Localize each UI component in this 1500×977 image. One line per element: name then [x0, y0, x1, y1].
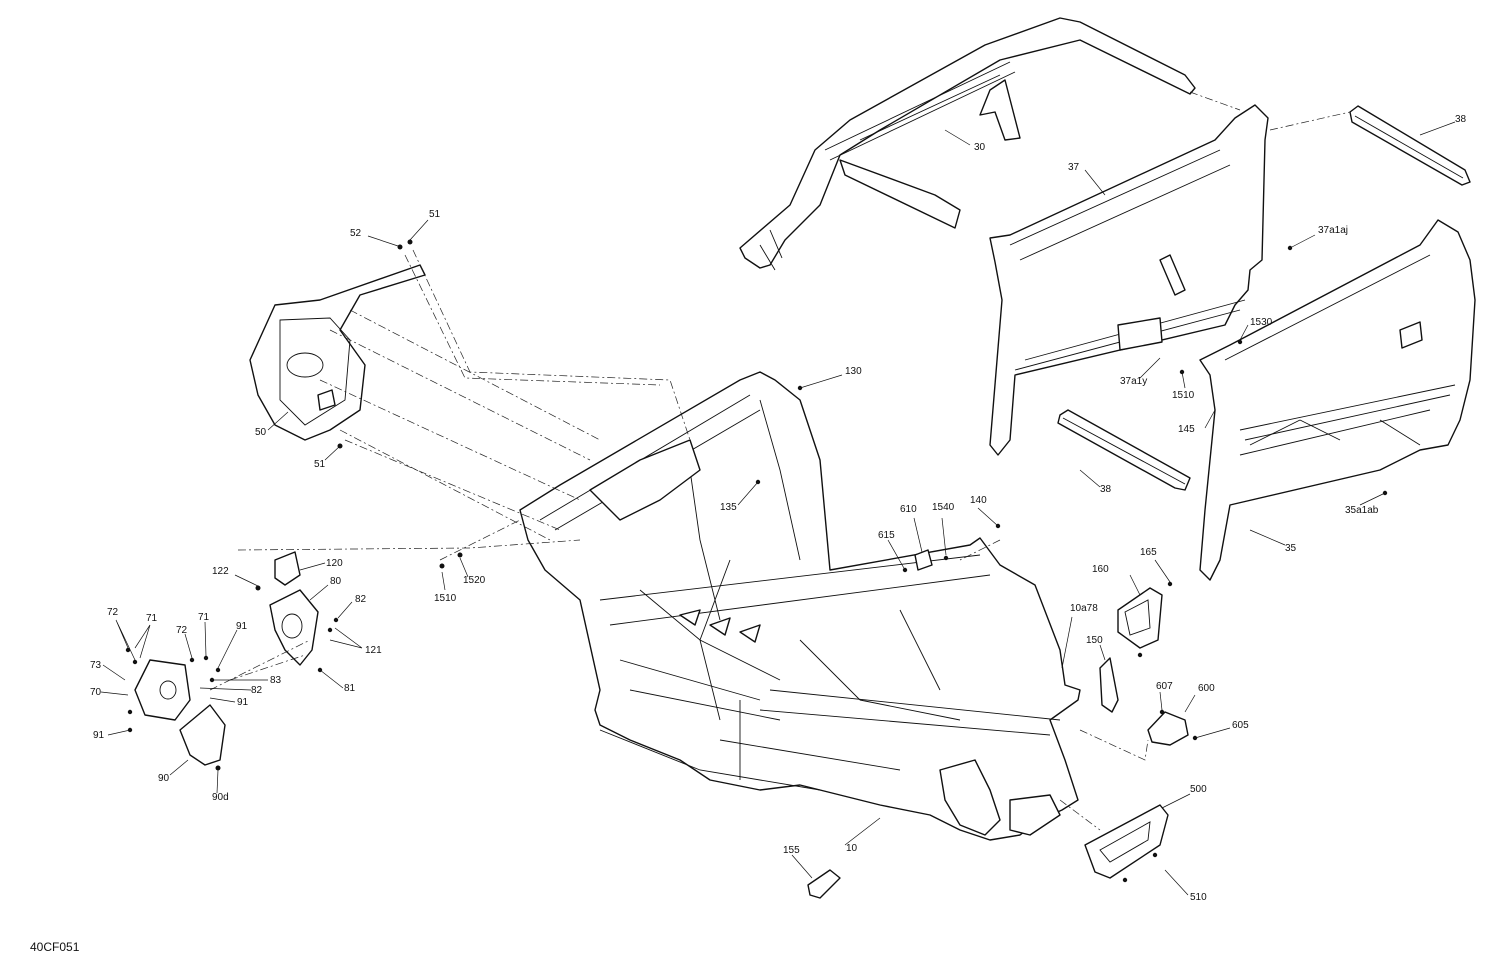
callout-82-left: 82 [251, 685, 263, 696]
callout-10a78: 10a78 [1070, 603, 1098, 614]
callout-51-bottom: 51 [314, 459, 326, 470]
bracket-part-120 [274, 551, 301, 586]
callout-83: 83 [270, 675, 282, 686]
callout-71-right: 71 [198, 612, 210, 623]
callout-38-top: 38 [1455, 114, 1467, 125]
hood-part-50 [249, 264, 426, 441]
callout-51-top: 51 [429, 209, 441, 220]
panel-part-38-bottom [1057, 409, 1191, 491]
callout-610: 610 [900, 504, 917, 515]
callout-510: 510 [1190, 892, 1207, 903]
callout-121: 121 [365, 645, 382, 656]
callout-35: 35 [1285, 543, 1297, 554]
main-frame-part-10 [519, 371, 1081, 841]
callout-135: 135 [720, 502, 737, 513]
bracket-part-610 [914, 549, 933, 571]
callout-90: 90 [158, 773, 170, 784]
callout-615: 615 [878, 530, 895, 541]
plate-part-70 [134, 659, 191, 721]
bracket-part-600 [1147, 711, 1189, 746]
cage-part-37 [989, 104, 1269, 456]
callout-81: 81 [344, 683, 356, 694]
callout-37a1y: 37a1y [1120, 376, 1148, 387]
callout-70: 70 [90, 687, 102, 698]
callout-80: 80 [330, 576, 342, 587]
callout-605: 605 [1232, 720, 1249, 731]
callout-10: 10 [846, 843, 858, 854]
bracket-part-150 [1099, 657, 1119, 713]
skid-plate-part-500 [1084, 804, 1169, 879]
callout-120: 120 [326, 558, 343, 569]
callout-72-left: 72 [107, 607, 119, 618]
callout-91-bottom: 91 [93, 730, 105, 741]
callout-82-right: 82 [355, 594, 367, 605]
bracket-part-160 [1117, 587, 1163, 649]
callout-72-right: 72 [176, 625, 188, 636]
callout-50: 50 [255, 427, 267, 438]
callout-500: 500 [1190, 784, 1207, 795]
roof-part-30 [739, 17, 1196, 271]
leader-lines [100, 121, 1456, 896]
callout-607: 607 [1156, 681, 1173, 692]
callout-35a1ab: 35a1ab [1345, 505, 1379, 516]
callout-1510-left: 1510 [434, 593, 457, 604]
callout-71-left: 71 [146, 613, 158, 624]
callout-30: 30 [974, 142, 986, 153]
callout-91-middle: 91 [237, 697, 249, 708]
callout-140: 140 [970, 495, 987, 506]
cover-part-155 [807, 869, 841, 899]
callout-600: 600 [1198, 683, 1215, 694]
callout-91-top: 91 [236, 621, 248, 632]
callout-165: 165 [1140, 547, 1157, 558]
callout-145: 145 [1178, 424, 1195, 435]
panel-part-38-top [1349, 105, 1471, 186]
callout-160: 160 [1092, 564, 1109, 575]
cage-part-35 [1199, 219, 1476, 581]
callout-52: 52 [350, 228, 362, 239]
callout-155: 155 [783, 845, 800, 856]
callout-37a1aj: 37a1aj [1318, 225, 1349, 236]
bracket-part-80 [269, 589, 319, 666]
callout-73: 73 [90, 660, 102, 671]
callout-150: 150 [1086, 635, 1103, 646]
callout-122: 122 [212, 566, 229, 577]
callout-37: 37 [1068, 162, 1080, 173]
assembly-lines [209, 91, 1351, 831]
callout-130: 130 [845, 366, 862, 377]
callout-1530: 1530 [1250, 317, 1273, 328]
diagram-code: 40CF051 [30, 940, 80, 954]
callout-1520: 1520 [463, 575, 486, 586]
callout-1510-right: 1510 [1172, 390, 1195, 401]
fastener-dots [125, 239, 1388, 883]
callout-38-bottom: 38 [1100, 484, 1112, 495]
callout-90d: 90d [212, 792, 229, 803]
callout-1540: 1540 [932, 502, 955, 513]
bracket-part-90 [179, 704, 226, 766]
